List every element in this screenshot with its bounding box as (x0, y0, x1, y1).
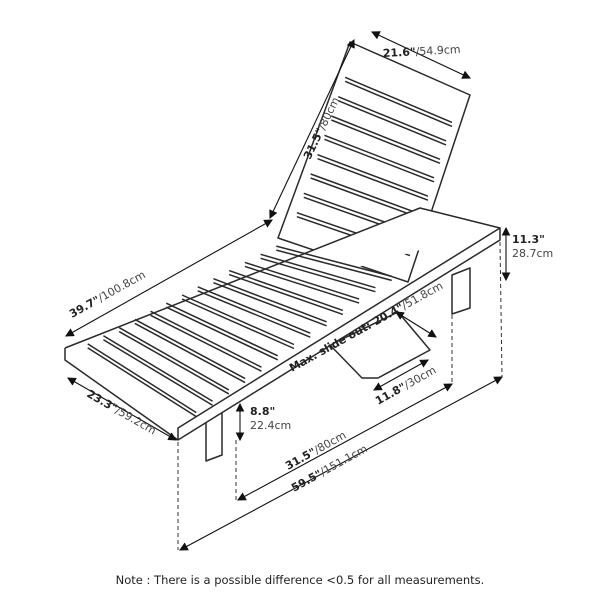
slat (337, 95, 447, 142)
slat (344, 76, 453, 124)
slat (344, 80, 453, 128)
slide-out-line (395, 311, 437, 338)
slat (260, 257, 376, 293)
slat (276, 245, 392, 278)
back-width-label: 21.6"/54.9cm (382, 43, 460, 60)
total-length-line (179, 376, 503, 551)
slat (337, 99, 447, 146)
front-height-label: 8.8"22.4cm (250, 405, 291, 432)
back-width-line (371, 31, 471, 79)
slat (150, 314, 262, 372)
back-height-line (269, 39, 355, 219)
rear-height-label: 11.3"28.7cm (512, 233, 553, 260)
width-line (67, 377, 177, 441)
measurement-note: Note : There is a possible difference <0… (115, 573, 485, 587)
slat (134, 318, 246, 380)
slat (260, 253, 376, 289)
seat-length-line (65, 219, 273, 337)
slat (276, 249, 392, 282)
base-length-line (237, 383, 453, 501)
extension-lines (177, 241, 503, 550)
seat-frame (64, 207, 501, 441)
rear-leg (451, 267, 471, 315)
